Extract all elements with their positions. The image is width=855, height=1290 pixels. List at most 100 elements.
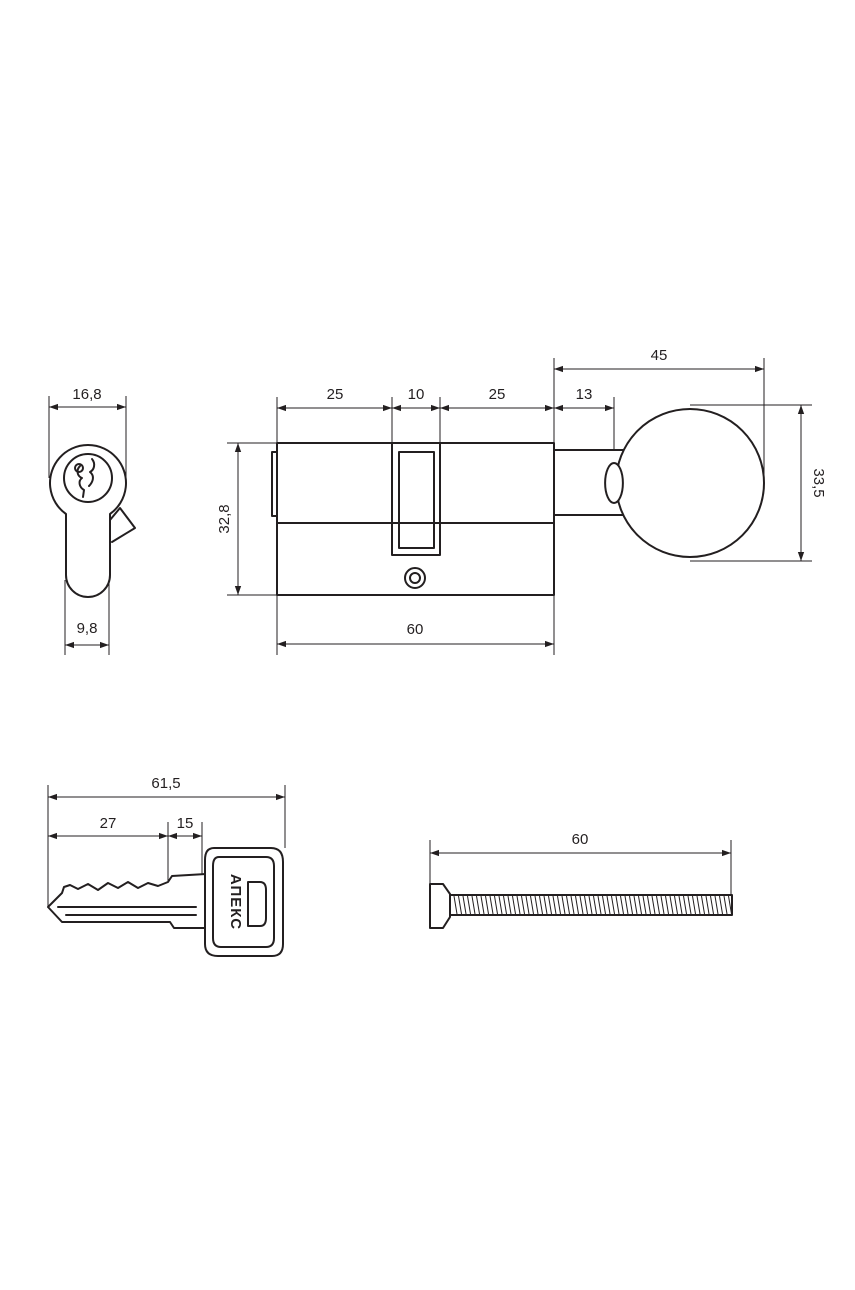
thread-line xyxy=(642,895,647,915)
dim-key-total-label: 61,5 xyxy=(151,775,180,792)
dim-cam-label: 9,8 xyxy=(77,620,98,637)
cam-slot xyxy=(391,442,441,556)
thread-line xyxy=(575,895,579,915)
dim-width-label: 16,8 xyxy=(72,386,101,403)
thread-line xyxy=(512,895,516,915)
thread-line xyxy=(633,895,638,915)
cam-inner xyxy=(398,451,435,549)
thread-line xyxy=(525,895,530,915)
dim-key-shoulder-label: 15 xyxy=(177,815,194,832)
thread-line xyxy=(629,895,633,915)
thread-line xyxy=(507,895,512,915)
thread-line xyxy=(669,895,674,915)
thread-line xyxy=(458,895,462,915)
key-head-inner xyxy=(212,856,275,948)
thread-line xyxy=(714,895,719,915)
thread-line xyxy=(719,895,723,915)
cylinder-front-view: 25 10 25 13 45 32,8 33,5 60 xyxy=(216,347,827,655)
thread-line xyxy=(453,895,458,915)
dim-knob-total-label: 45 xyxy=(651,347,668,364)
thread-line xyxy=(624,895,629,915)
cylinder-side-view: 16,8 9,8 xyxy=(48,386,136,655)
dim-length-label: 60 xyxy=(407,621,424,638)
thread-line xyxy=(543,895,548,915)
dim-screw-label: 60 xyxy=(572,831,589,848)
thread-line xyxy=(638,895,642,915)
thread-line xyxy=(615,895,620,915)
thread-line xyxy=(683,895,687,915)
thread-line xyxy=(692,895,696,915)
thread-line xyxy=(647,895,651,915)
fixing-hole-outer xyxy=(404,567,426,589)
cam-lever xyxy=(109,507,136,543)
thread-line xyxy=(516,895,521,915)
dim-knob-body-label: 25 xyxy=(489,386,506,403)
thread-line xyxy=(723,895,728,915)
keyway-slot xyxy=(76,458,96,498)
thread-line xyxy=(489,895,494,915)
thread-line xyxy=(588,895,593,915)
dim-key-half-label: 25 xyxy=(327,386,344,403)
profile-plug-circle xyxy=(63,453,113,503)
thumb-knob xyxy=(615,408,765,558)
thread-line xyxy=(593,895,597,915)
key-head-hole xyxy=(247,881,267,927)
thread-line xyxy=(620,895,624,915)
thread-line xyxy=(467,895,471,915)
screw-head xyxy=(429,883,451,929)
thread-line xyxy=(471,895,476,915)
thread-line xyxy=(602,895,606,915)
thread-line xyxy=(606,895,611,915)
dim-height-label: 32,8 xyxy=(216,504,233,533)
thread-line xyxy=(552,895,557,915)
thread-line xyxy=(674,895,678,915)
thread-line xyxy=(548,895,552,915)
thread-line xyxy=(710,895,714,915)
thread-line xyxy=(530,895,534,915)
dim-key-blade-label: 27 xyxy=(100,815,117,832)
dim-knob-diameter-label: 33,5 xyxy=(810,468,827,497)
thread-line xyxy=(539,895,543,915)
thread-line xyxy=(476,895,480,915)
thread-line xyxy=(665,895,669,915)
thread-line xyxy=(597,895,602,915)
key-view: АПЕКС 61,5 27 15 xyxy=(47,775,286,957)
key-blade-groove xyxy=(57,906,197,916)
thread-line xyxy=(651,895,656,915)
knob-grip-notch xyxy=(604,462,624,504)
thread-line xyxy=(696,895,701,915)
thread-line xyxy=(534,895,539,915)
fixing-hole-inner xyxy=(409,572,421,584)
thread-line xyxy=(579,895,584,915)
dim-spindle-label: 13 xyxy=(576,386,593,403)
thread-line xyxy=(678,895,683,915)
key-head xyxy=(204,847,284,957)
thread-line xyxy=(462,895,467,915)
keyway-top xyxy=(74,463,84,473)
key-logo-text: АПЕКС xyxy=(227,874,244,930)
thread-line xyxy=(480,895,485,915)
thread-line xyxy=(656,895,660,915)
key-face-plate xyxy=(271,451,278,517)
key-blade xyxy=(47,873,207,929)
thread-line xyxy=(566,895,570,915)
thread-line xyxy=(660,895,665,915)
thread-line xyxy=(611,895,615,915)
thread-line xyxy=(584,895,588,915)
dim-cam-slot-label: 10 xyxy=(408,386,425,403)
screw-thread xyxy=(453,895,732,915)
thread-line xyxy=(485,895,489,915)
thread-line xyxy=(503,895,507,915)
thread-line xyxy=(521,895,525,915)
thread-line xyxy=(561,895,566,915)
thread-line xyxy=(701,895,705,915)
thread-line xyxy=(705,895,710,915)
thread-line xyxy=(557,895,561,915)
thread-line xyxy=(494,895,498,915)
thread-line xyxy=(728,895,732,915)
thread-line xyxy=(570,895,575,915)
thread-line xyxy=(687,895,692,915)
thread-line xyxy=(498,895,503,915)
screw-view: 60 xyxy=(429,831,733,929)
